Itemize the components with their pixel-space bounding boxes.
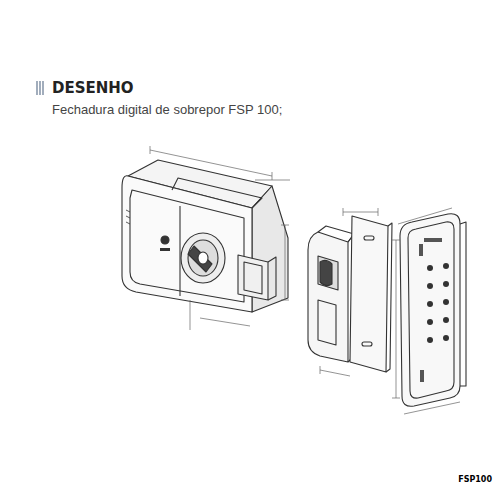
keypad-button xyxy=(427,301,433,307)
latch-receiver xyxy=(308,226,354,362)
model-tag: FSP100 xyxy=(458,475,492,484)
dimension-lines xyxy=(150,146,290,330)
title-icon xyxy=(37,81,43,95)
keypad-unit xyxy=(400,214,466,407)
keypad-button xyxy=(427,265,433,271)
keypad-button xyxy=(443,317,449,323)
dimension-lines xyxy=(392,208,460,414)
subtitle: Fechadura digital de sobrepor FSP 100; xyxy=(52,102,282,117)
title: DESENHO xyxy=(52,79,134,97)
keypad-button xyxy=(427,319,433,325)
lock-body xyxy=(122,160,288,312)
keypad-button xyxy=(443,263,449,269)
strike-plate xyxy=(350,216,392,372)
keypad-button xyxy=(427,283,433,289)
keypad-button xyxy=(443,335,449,341)
keypad-button xyxy=(443,281,449,287)
dimension-lines xyxy=(320,208,378,376)
keypad-button xyxy=(427,337,433,343)
keypad-button xyxy=(443,299,449,305)
